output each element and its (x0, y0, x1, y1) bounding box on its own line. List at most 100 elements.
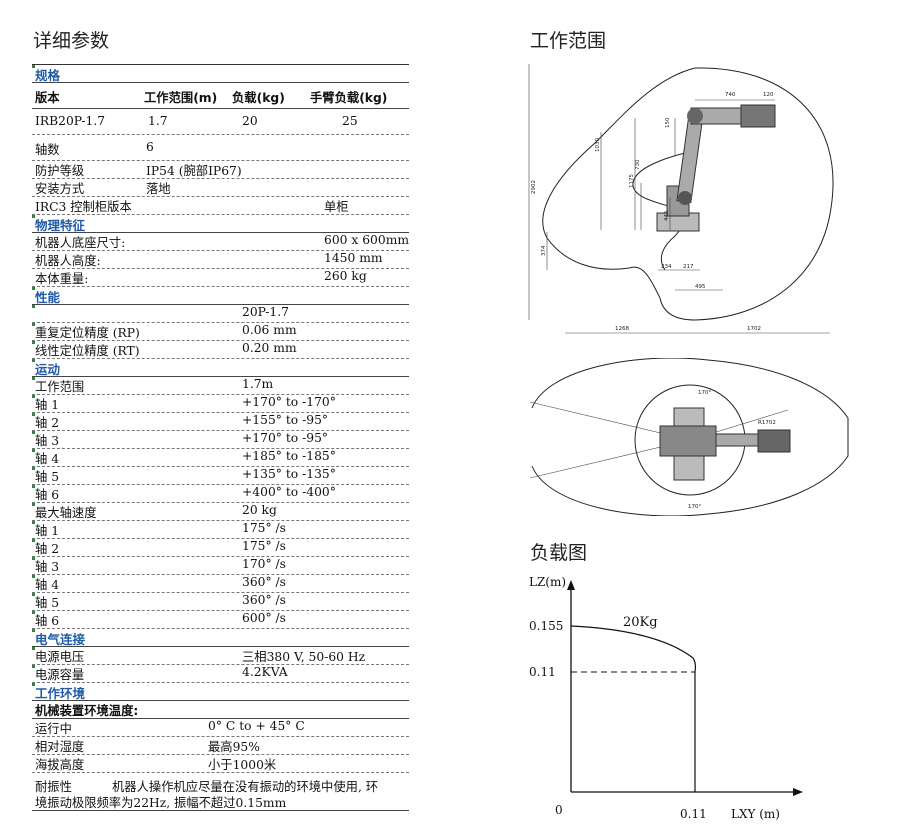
spec-label: 安装方式 (35, 182, 85, 196)
spec-label: 运行中 (35, 722, 72, 736)
spec-label: 电源电压 (35, 650, 85, 664)
spec-row: 工作范围 1.7m (32, 377, 409, 395)
spec-row: 轴 1 175° /s (32, 521, 409, 539)
section-title: 性能 (35, 290, 61, 305)
dim-2902: 2902 (531, 180, 537, 194)
x-axis-arrow (793, 788, 803, 796)
spec-row: 本体重量:260 kg (32, 269, 409, 287)
robot-side-figure (656, 104, 776, 232)
side-view-dimension-labels: 740 120 150 730 1030 1175 445 2902 374 2… (531, 92, 774, 332)
spec-value: 600 x 600mm (324, 233, 410, 247)
column-header: 工作范围(m) (144, 91, 218, 105)
spec-label: 轴 5 (35, 596, 60, 610)
dim-740: 740 (725, 92, 736, 98)
spec-row: 轴 4 360° /s (32, 575, 409, 593)
spec-row: 安装方式 落地 (32, 179, 409, 197)
spec-value: 0.06 mm (242, 323, 297, 337)
dim-1030: 1030 (595, 138, 601, 152)
spec-row: 轴 1+170° to -170° (32, 395, 409, 413)
spec-value: 1.7m (242, 377, 274, 391)
spec-value: 175° /s (242, 521, 286, 535)
spec-label: 轴 2 (35, 416, 60, 430)
spec-value: 落地 (146, 182, 171, 196)
side-view-diagram: 740 120 150 730 1030 1175 445 2902 374 2… (528, 64, 834, 334)
y-tick-011: 0.11 (529, 665, 556, 679)
x-tick-011: 0.11 (680, 807, 707, 821)
spec-label: 重复定位精度 (RP) (35, 326, 140, 340)
spec-label: 轴 4 (35, 578, 60, 592)
y-axis-label: LZ(m) (529, 575, 566, 589)
section-header: 工作环境 (32, 683, 409, 701)
section-header: 规格 (32, 65, 409, 83)
spec-label: 海拔高度 (35, 758, 85, 772)
note-line: 境振动极限频率为22Hz, 振幅不超过0.15mm (35, 796, 287, 810)
spec-row: 机器人底座尺寸: 600 x 600mm (32, 233, 409, 251)
load-chart-heading: 负载图 (530, 542, 588, 564)
sub-header-row: 机械装置环境温度: (32, 701, 409, 719)
column-header-row: 版本工作范围(m)负载(kg)手臂负载(kg) (32, 83, 409, 109)
spec-row: 重复定位精度 (RP) 0.06 mm (32, 323, 409, 341)
spec-value: 0° C to + 45° C (208, 719, 305, 733)
spec-row: 相对湿度最高95% (32, 737, 409, 755)
spec-label: 轴数 (35, 143, 60, 157)
column-header: 版本 (35, 91, 60, 105)
spec-value: +170° to -170° (242, 395, 336, 409)
spec-row: 轴 3 170° /s (32, 557, 409, 575)
top-view-diagram: 170° 170° R1702 (529, 358, 849, 516)
dim-234: 234 (661, 264, 672, 270)
work-range-heading: 工作范围 (530, 30, 607, 52)
spec-label: 线性定位精度 (RT) (35, 344, 140, 358)
spec-label: 工作范围 (35, 380, 85, 394)
section-header: 运动 (32, 359, 409, 377)
spec-label: 轴 1 (35, 524, 60, 538)
spec-row: 海拔高度 小于1000米 (32, 755, 409, 773)
spec-value: 0.20 mm (242, 341, 297, 355)
spec-value: 170° /s (242, 557, 286, 571)
spec-value: 360° /s (242, 575, 286, 589)
section-header: 电气连接 (32, 629, 409, 647)
load-chart: LZ(m) LXY (m) 0 0.155 0.11 0.11 20Kg (529, 575, 803, 821)
dim-445: 445 (664, 210, 670, 221)
section-header: 性能 (32, 287, 409, 305)
spec-value: 6 (146, 140, 154, 154)
spec-label: IRC3 控制柜版本 (35, 200, 132, 214)
spec-value: 三相380 V, 50-60 Hz (242, 650, 366, 664)
version-cell: IRB20P-1.7 (35, 114, 106, 128)
section-title: 电气连接 (35, 632, 86, 647)
version-cell: 1.7 (148, 114, 168, 128)
spec-label: 轴 6 (35, 488, 60, 502)
spec-value: 小于1000米 (208, 758, 277, 772)
column-header: 手臂负载(kg) (310, 91, 388, 105)
spec-value: 175° /s (242, 539, 286, 553)
spec-label: 机器人底座尺寸: (35, 236, 126, 250)
spec-label: 耐振性 (35, 780, 72, 794)
section-title: 物理特征 (35, 218, 86, 233)
spec-row: 20P-1.7 (32, 305, 409, 323)
top-envelope-outer (539, 358, 847, 516)
spec-value: 20P-1.7 (242, 305, 289, 319)
sub-header: 机械装置环境温度: (35, 704, 139, 718)
spec-label: 机器人高度: (35, 254, 101, 268)
dim-120: 120 (763, 92, 774, 98)
spec-label: 轴 3 (35, 560, 60, 574)
spec-row: 轴数 6 (32, 135, 409, 161)
dim-495: 495 (695, 284, 706, 290)
spec-row: 运行中 0° C to + 45° C (32, 719, 409, 737)
spec-row: 轴 6+400° to -400° (32, 485, 409, 503)
load-curve (570, 625, 697, 792)
spec-heading: 详细参数 (33, 30, 110, 52)
dim-1268: 1268 (615, 326, 629, 332)
spec-value: +155° to -95° (242, 413, 329, 427)
spec-value: 360° /s (242, 593, 286, 607)
spec-row: 线性定位精度 (RT) 0.20 mm (32, 341, 409, 359)
spec-row: 电源电压 三相380 V, 50-60 Hz (32, 647, 409, 665)
y-axis-arrow (567, 580, 575, 590)
spec-row: 机器人高度:1450 mm (32, 251, 409, 269)
spec-value: 600° /s (242, 611, 286, 625)
dim-1702: 1702 (747, 326, 761, 332)
